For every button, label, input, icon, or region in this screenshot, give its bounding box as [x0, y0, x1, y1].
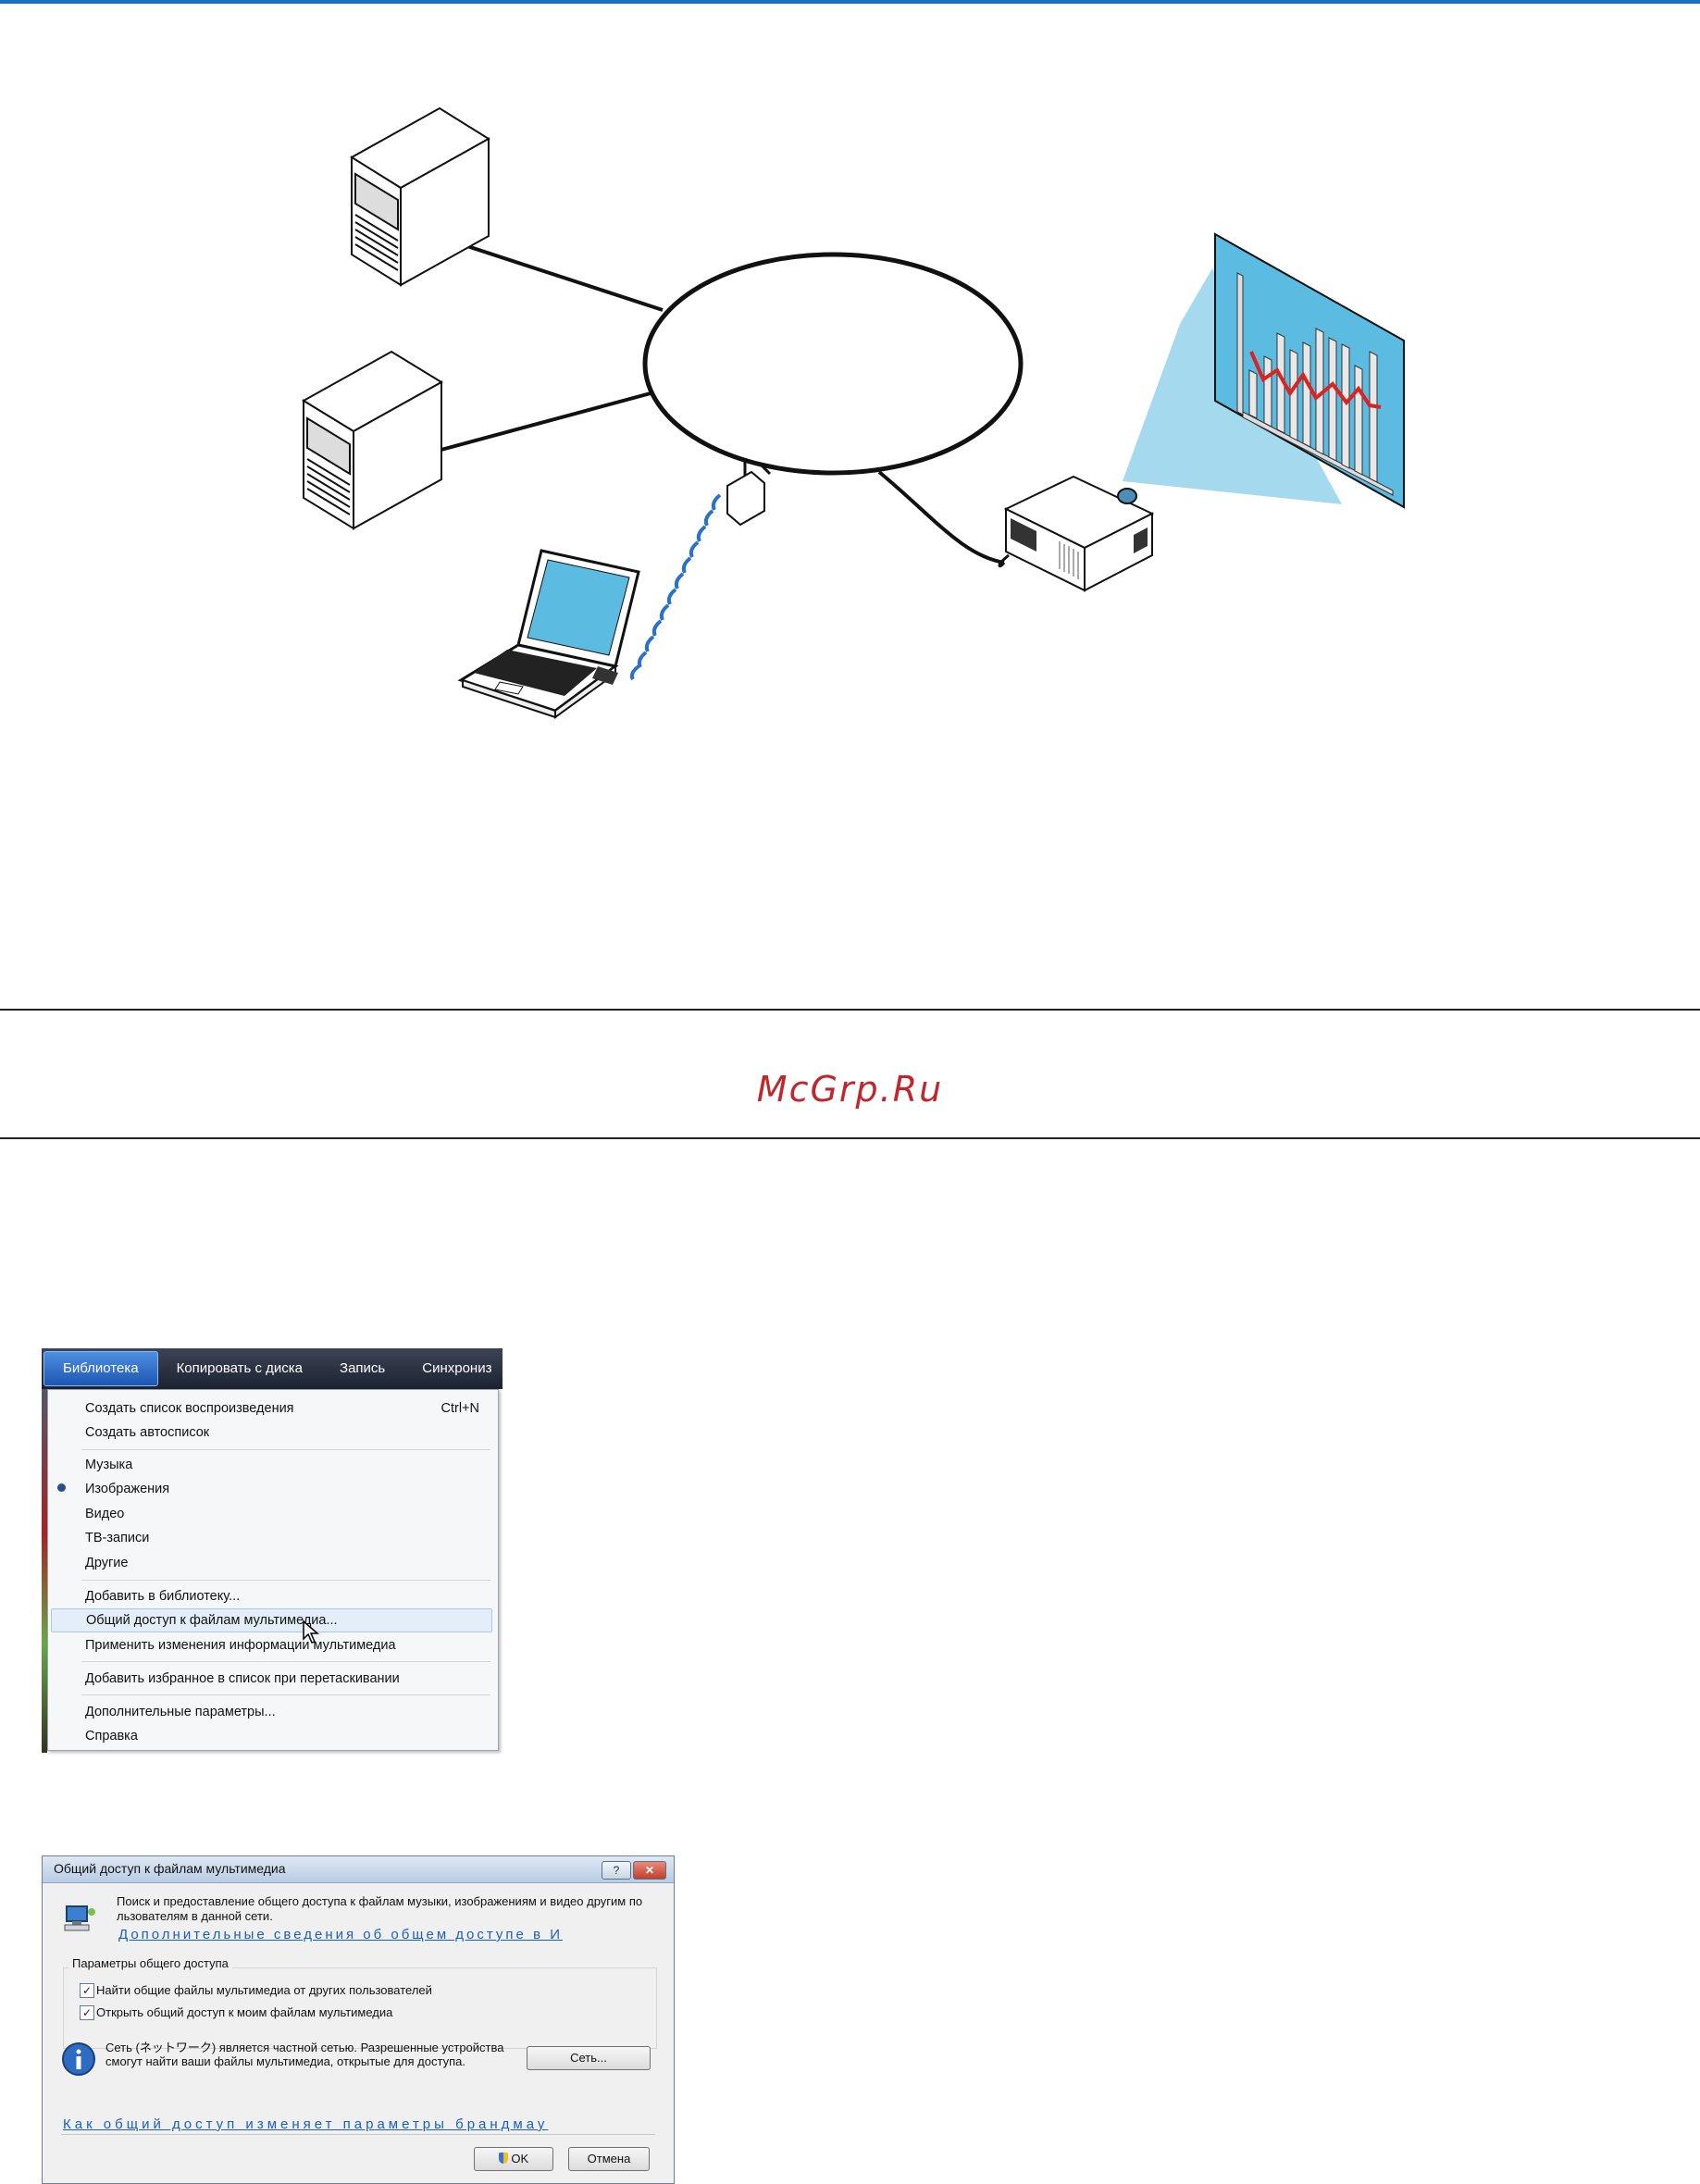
menu-separator	[81, 1580, 490, 1581]
network-button[interactable]: Сеть...	[527, 2046, 651, 2070]
tab-rip[interactable]: Копировать с диска	[176, 1360, 304, 1376]
background-strip	[42, 1389, 47, 1753]
watermark-bottom-rule	[0, 1137, 1700, 1139]
network-info-text: Сеть (ネットワーク) является частной сетью. Ра…	[105, 2041, 504, 2068]
menu-separator	[81, 1661, 490, 1662]
find-media-label: Найти общие файлы мультимедиа от других …	[96, 1983, 432, 1997]
server-1-icon	[350, 106, 490, 287]
share-media-label: Открыть общий доступ к моим файлам мульт…	[96, 2005, 393, 2019]
media-sharing-dialog: Общий доступ к файлам мультимедиа ? ✕ По…	[42, 1855, 675, 2184]
find-media-checkbox[interactable]: ✓	[80, 1983, 94, 1998]
info-icon	[62, 2042, 95, 2076]
menu-item-images[interactable]: Изображения	[85, 1482, 170, 1496]
server-2-icon	[302, 350, 443, 530]
tab-burn[interactable]: Запись	[340, 1360, 386, 1376]
ok-label: OK	[511, 2152, 529, 2165]
mouse-pointer-icon	[303, 1620, 319, 1644]
close-button[interactable]: ✕	[633, 1861, 666, 1880]
shortcut-label: Ctrl+N	[441, 1401, 480, 1416]
radio-bullet-icon	[57, 1483, 66, 1492]
menu-item-create-playlist[interactable]: Создать список воспроизведения Ctrl+N	[85, 1397, 479, 1420]
laptop-icon	[457, 549, 640, 719]
firewall-link[interactable]: Как общий доступ изменяет параметры бран…	[63, 2116, 549, 2132]
server1-link-line	[464, 243, 664, 312]
group-label: Параметры общего доступа	[68, 1956, 232, 1970]
watermark-top-rule	[0, 1009, 1700, 1011]
menu-bar: Библиотека Копировать с диска Запись Син…	[42, 1348, 503, 1389]
shield-icon	[498, 2153, 508, 2164]
projector-link-line	[877, 470, 1005, 565]
tab-sync[interactable]: Синхрониз	[422, 1360, 492, 1376]
menu-separator	[81, 1694, 490, 1695]
server2-link-line	[437, 391, 651, 453]
dialog-divider	[61, 2134, 655, 2135]
menu-separator	[81, 1449, 490, 1450]
ok-button[interactable]: OK	[474, 2147, 553, 2171]
menu-item-add-to-library[interactable]: Добавить в библиотеку...	[85, 1589, 241, 1604]
sharing-settings-group	[63, 1967, 657, 2049]
share-media-checkbox[interactable]: ✓	[80, 2005, 94, 2020]
projection-screen-icon	[1214, 232, 1405, 509]
help-button[interactable]: ?	[602, 1861, 631, 1880]
menu-item-help[interactable]: Справка	[85, 1729, 138, 1743]
projector-icon	[1003, 475, 1155, 592]
network-diagram	[302, 106, 1405, 719]
media-player-menu-screenshot: Библиотека Копировать с диска Запись Син…	[42, 1348, 503, 1753]
cancel-button[interactable]: Отмена	[568, 2147, 650, 2171]
menu-item-video[interactable]: Видео	[85, 1507, 125, 1521]
dialog-titlebar: Общий доступ к файлам мультимедиа ? ✕	[43, 1856, 674, 1883]
top-accent-rule	[0, 0, 1700, 4]
menu-item-label: Создать список воспроизведения	[85, 1401, 294, 1416]
library-dropdown-menu: Создать список воспроизведения Ctrl+N Со…	[47, 1389, 499, 1751]
menu-item-create-autolist[interactable]: Создать автосписок	[85, 1425, 210, 1440]
menu-item-apply-media-info[interactable]: Применить изменения информации мультимед…	[85, 1638, 396, 1653]
more-info-link[interactable]: Дополнительные сведения об общем доступе…	[118, 1927, 563, 1942]
wireless-lan-unit-icon	[726, 458, 772, 527]
wireless-signal-icon	[629, 493, 722, 681]
network-cloud-icon	[642, 252, 1024, 476]
menu-item-add-favorites[interactable]: Добавить избранное в список при перетаск…	[85, 1671, 400, 1686]
tab-library[interactable]: Библиотека	[43, 1351, 158, 1386]
dialog-title: Общий доступ к файлам мультимедиа	[54, 1861, 286, 1876]
menu-item-music[interactable]: Музыка	[85, 1458, 133, 1472]
menu-item-media-sharing[interactable]: Общий доступ к файлам мультимедиа...	[51, 1608, 492, 1632]
menu-item-tv[interactable]: ТВ-записи	[85, 1531, 150, 1545]
dialog-intro-text: Поиск и предоставление общего доступа к …	[117, 1894, 643, 1923]
menu-item-other[interactable]: Другие	[85, 1556, 129, 1570]
network-sharing-icon	[64, 1905, 95, 1931]
watermark-text: McGrp.Ru	[756, 1069, 944, 1110]
menu-item-more-options[interactable]: Дополнительные параметры...	[85, 1705, 276, 1719]
